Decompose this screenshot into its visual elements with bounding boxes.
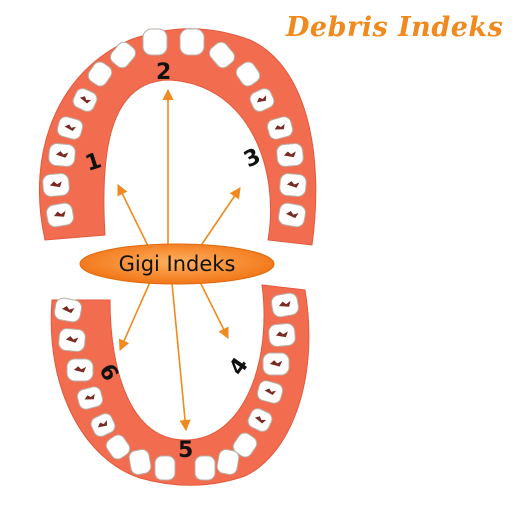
molar-tooth	[247, 408, 273, 432]
index-arrows	[117, 88, 241, 432]
segment-5-number: 5	[178, 438, 194, 463]
front-tooth	[154, 455, 176, 481]
molar-tooth	[256, 380, 284, 404]
molar-tooth	[262, 352, 290, 376]
molar-tooth	[279, 173, 307, 197]
arrow-to-segment-3	[197, 187, 241, 251]
front-tooth	[142, 28, 168, 56]
front-tooth	[179, 28, 205, 56]
molar-tooth	[276, 143, 304, 167]
arrow-to-segment-1	[117, 183, 151, 251]
molar-tooth	[56, 116, 84, 140]
molar-tooth	[90, 413, 116, 437]
front-tooth	[128, 449, 152, 475]
molar-tooth	[76, 386, 104, 410]
molar-tooth	[278, 202, 306, 228]
molar-tooth	[58, 328, 86, 352]
molar-tooth	[249, 88, 275, 112]
front-tooth	[109, 41, 137, 69]
molar-tooth	[46, 202, 74, 228]
center-oval	[79, 243, 275, 285]
front-tooth	[232, 432, 258, 458]
center-label: Gigi Indeks	[118, 252, 236, 276]
front-tooth	[235, 61, 261, 87]
arrow-to-segment-5	[171, 282, 191, 432]
front-tooth	[87, 61, 113, 87]
molar-tooth	[54, 297, 82, 323]
front-tooth	[216, 449, 240, 475]
molar-tooth	[72, 88, 98, 112]
upper-teeth	[42, 28, 307, 228]
brand-title: Debris Indeks	[286, 12, 504, 43]
front-tooth	[208, 41, 236, 69]
arrow-to-segment-4	[199, 281, 229, 340]
molar-tooth	[42, 173, 70, 197]
molar-tooth	[48, 143, 76, 167]
molar-tooth	[268, 323, 296, 347]
molar-tooth	[266, 116, 294, 140]
molar-tooth	[271, 292, 299, 318]
front-tooth	[194, 455, 216, 481]
segment-2-number: 2	[156, 60, 172, 85]
front-tooth	[105, 434, 131, 460]
arrow-to-segment-6	[118, 281, 151, 352]
lower-teeth	[54, 292, 299, 481]
molar-tooth	[66, 358, 94, 382]
